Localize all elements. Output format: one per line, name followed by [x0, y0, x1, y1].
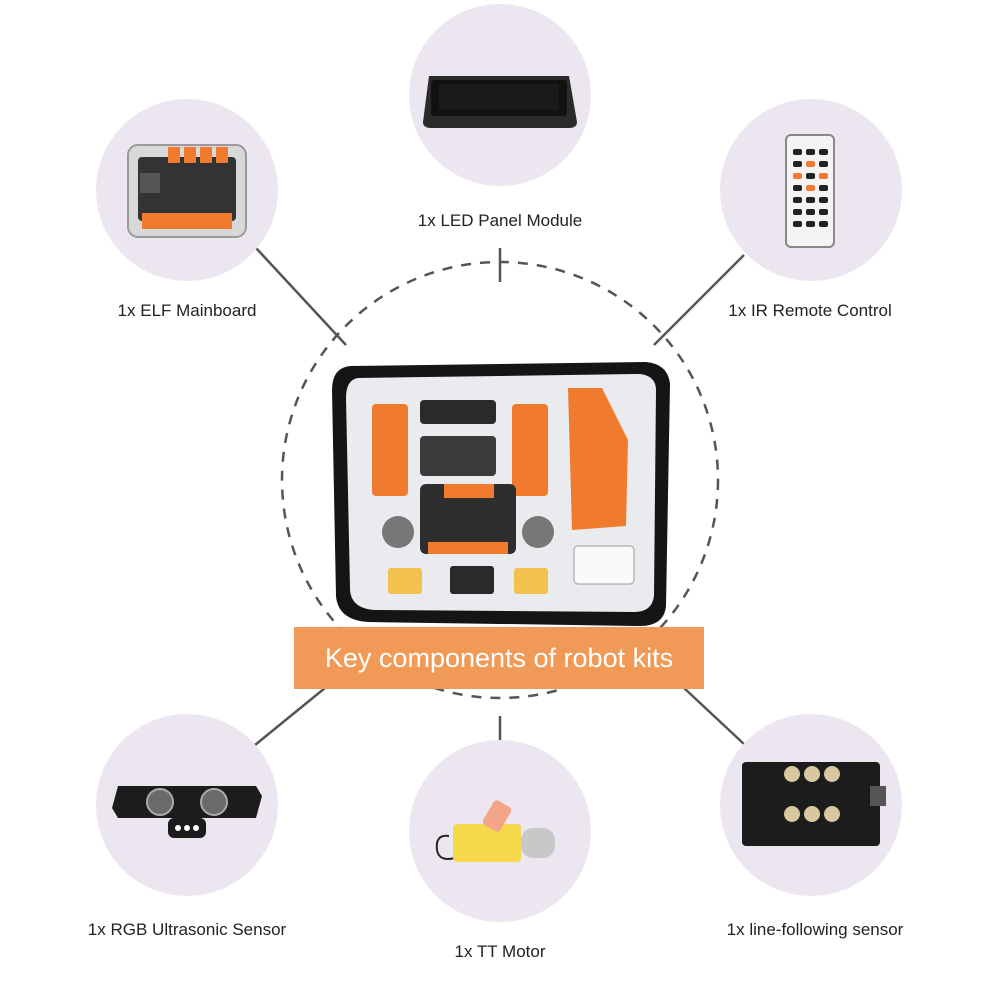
line-following-sensor-image: [742, 762, 886, 846]
led-panel-bubble: [409, 4, 591, 186]
elf-mainboard-bubble: [96, 99, 278, 281]
label-ir-remote: 1x IR Remote Control: [728, 301, 892, 320]
rgb-ultrasonic-sensor-image: [112, 786, 262, 838]
label-ultrasonic: 1x RGB Ultrasonic Sensor: [87, 920, 287, 939]
connector-ir-remote: [653, 254, 745, 346]
label-line-sensor: 1x line-following sensor: [726, 920, 904, 939]
connector-line-sensor: [683, 687, 746, 746]
ir-remote-bubble: [720, 99, 902, 281]
line-sensor-bubble: [720, 714, 902, 896]
label-elf-mainboard: 1x ELF Mainboard: [117, 301, 257, 320]
tt-motor-bubble: [409, 740, 591, 922]
connector-elf-mainboard: [255, 247, 347, 346]
connector-ultrasonic: [254, 687, 326, 746]
elf-mainboard-image: [127, 144, 247, 238]
robot-kit-box-image: [332, 362, 670, 626]
title-banner: Key components of robot kits: [294, 627, 704, 689]
label-tt-motor: 1x TT Motor: [454, 942, 546, 961]
led-panel-module-image: [423, 76, 577, 128]
ir-remote-control-image: [785, 134, 835, 248]
label-led-panel: 1x LED Panel Module: [417, 211, 583, 230]
ultrasonic-bubble: [96, 714, 278, 896]
tt-motor-image: [435, 800, 555, 862]
